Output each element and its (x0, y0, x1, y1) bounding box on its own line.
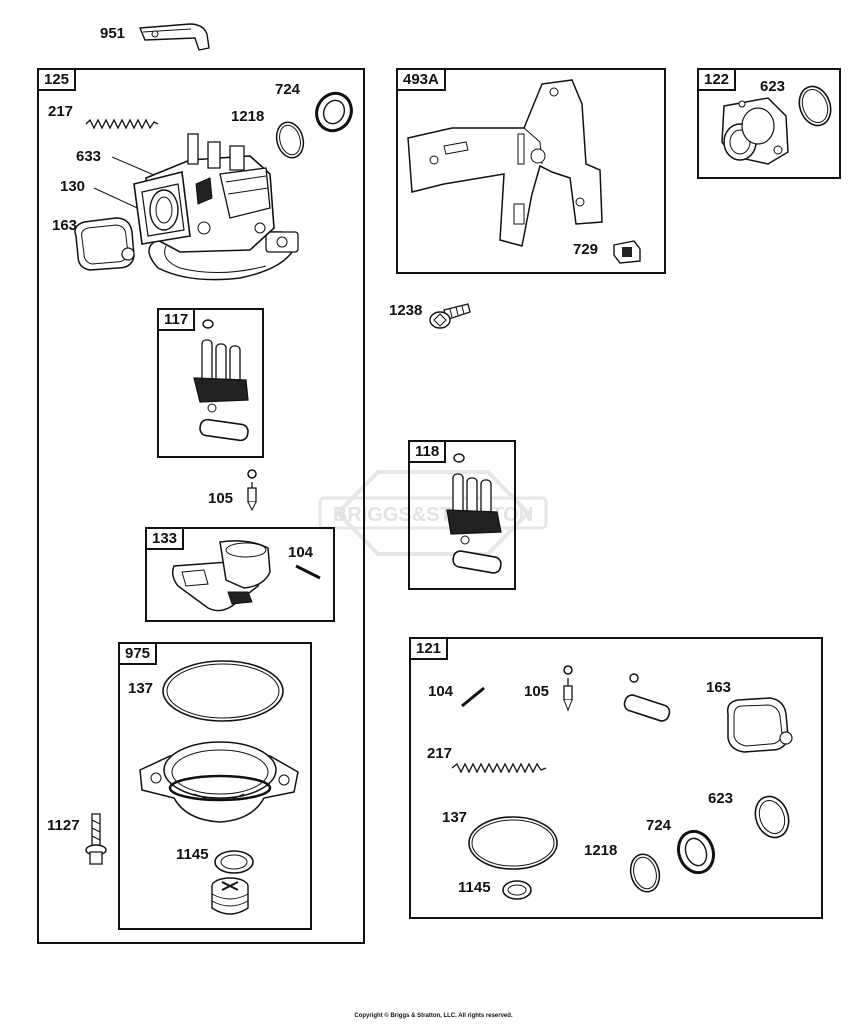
group-117-tag: 117 (159, 310, 196, 331)
group-493a-tag: 493A (398, 70, 446, 91)
callout-137: 137 (128, 680, 154, 697)
part-washer-1145-kit[interactable] (500, 878, 534, 902)
part-gasket-1218-kit[interactable] (625, 850, 665, 896)
group-118-box: 118 (408, 440, 516, 590)
callout-163-kit: 163 (706, 679, 732, 696)
callout-1145-kit: 1145 (458, 879, 491, 896)
part-float-117[interactable] (190, 316, 256, 454)
part-gasket-163-kit[interactable] (722, 694, 802, 756)
part-float-bowl-975[interactable] (134, 728, 304, 838)
part-adapter-122[interactable] (712, 96, 796, 168)
part-float-118[interactable] (443, 450, 509, 584)
part-drain-bolt[interactable] (205, 874, 255, 924)
part-gasket-1218[interactable] (272, 118, 308, 162)
part-oring-623-top[interactable] (794, 82, 836, 130)
callout-1238: 1238 (389, 302, 423, 319)
part-washer-1145[interactable] (212, 848, 256, 876)
group-118-tag: 118 (410, 442, 447, 463)
group-125-tag: 125 (39, 70, 77, 91)
part-float-133[interactable] (168, 536, 278, 614)
part-float-gasket-kit[interactable] (618, 670, 674, 732)
part-oring-623-kit[interactable] (748, 792, 796, 842)
callout-105-kit: 105 (524, 683, 550, 700)
part-carburetor-body[interactable] (70, 128, 310, 288)
group-975-tag: 975 (120, 644, 158, 665)
group-975-box: 975 (118, 642, 312, 930)
callout-137-kit: 137 (442, 809, 468, 826)
group-125-box: 125 (37, 68, 365, 944)
part-spring-217-kit[interactable] (452, 760, 546, 776)
group-122-box: 122 (697, 68, 841, 179)
callout-130: 130 (60, 178, 86, 195)
part-oring-137[interactable] (160, 658, 286, 724)
part-needle-105-kit[interactable] (558, 664, 578, 714)
callout-105: 105 (208, 490, 234, 507)
part-clip-729[interactable] (610, 237, 644, 265)
callout-217-kit: 217 (427, 745, 453, 762)
callout-1218-kit: 1218 (584, 842, 618, 859)
part-bracket-493a[interactable] (404, 74, 618, 250)
callout-1145: 1145 (176, 846, 209, 863)
part-bolt-1238[interactable] (428, 300, 472, 334)
callout-1218: 1218 (231, 108, 265, 125)
part-pin-104[interactable] (294, 564, 322, 580)
part-needle-105[interactable] (242, 468, 262, 512)
callout-163: 163 (52, 217, 78, 234)
group-121-box: 121 (409, 637, 823, 919)
callout-104: 104 (288, 544, 314, 561)
part-pin-104-kit[interactable] (458, 684, 488, 710)
part-spring-217[interactable] (86, 116, 158, 132)
group-493a-box: 493A (396, 68, 666, 274)
group-122-tag: 122 (699, 70, 737, 91)
copyright-notice: Copyright © Briggs & Stratton, LLC. All … (354, 1013, 513, 1019)
group-117-box: 117 (157, 308, 264, 458)
part-seal-724-kit[interactable] (672, 826, 720, 878)
callout-633: 633 (76, 148, 102, 165)
part-screw-1127[interactable] (82, 812, 110, 868)
group-133-tag: 133 (147, 529, 185, 550)
part-seal-724[interactable] (310, 90, 358, 134)
callout-729: 729 (573, 241, 599, 258)
part-throttle-lever[interactable] (135, 20, 215, 56)
callout-724-kit: 724 (646, 817, 672, 834)
callout-1127: 1127 (47, 817, 80, 834)
callout-951: 951 (100, 25, 126, 42)
callout-217: 217 (48, 103, 74, 120)
part-oring-137-kit[interactable] (466, 814, 560, 872)
callout-623-kit: 623 (708, 790, 734, 807)
group-133-box: 133 (145, 527, 335, 622)
callout-724: 724 (275, 81, 301, 98)
callout-104-kit: 104 (428, 683, 454, 700)
group-121-tag: 121 (411, 639, 449, 660)
callout-623-top: 623 (760, 78, 786, 95)
